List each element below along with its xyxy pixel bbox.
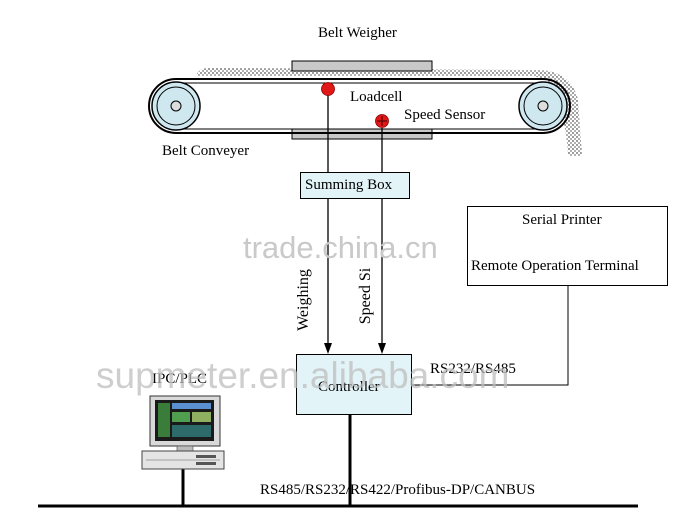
ipc-plc-label: IPC/PLC [152, 371, 208, 387]
speed-sensor-label: Speed Sensor [404, 107, 486, 123]
controller-label: Controller [318, 379, 380, 395]
speed-arrow-head [378, 343, 386, 354]
weighing-arrow-head [324, 343, 332, 354]
watermark-supmeter: supmeter.en.alibaba.com [96, 355, 510, 396]
right-roller [518, 81, 568, 131]
left-roller [151, 81, 201, 131]
serial-printer-box [467, 206, 668, 286]
conveyor-belt [148, 78, 571, 134]
remote-terminal-label: Remote Operation Terminal [471, 258, 639, 274]
belt-conveyer-label: Belt Conveyer [162, 143, 250, 159]
summing-box-label: Summing Box [305, 177, 393, 193]
watermark-trade: trade.china.cn [243, 230, 438, 265]
bus-protocols-label: RS485/RS232/RS422/Profibus-DP/CANBUS [260, 482, 536, 498]
weighing-signal-label: Weighing [295, 269, 312, 331]
loadcell-label: Loadcell [350, 89, 403, 105]
speed-sensor [375, 114, 389, 128]
rs232-link [412, 286, 569, 386]
pc-icon [141, 395, 225, 470]
belt-material [196, 68, 582, 156]
loadcell-sensor [321, 82, 335, 96]
speed-signal-label: Speed Si [357, 267, 374, 325]
controller-box [296, 354, 412, 415]
weigh-frame-top-plate [291, 60, 433, 72]
serial-printer-label: Serial Printer [522, 212, 602, 228]
belt-weigher-label: Belt Weigher [318, 25, 397, 41]
summing-box [300, 172, 410, 199]
rs232-rs485-label: RS232/RS485 [430, 361, 516, 377]
